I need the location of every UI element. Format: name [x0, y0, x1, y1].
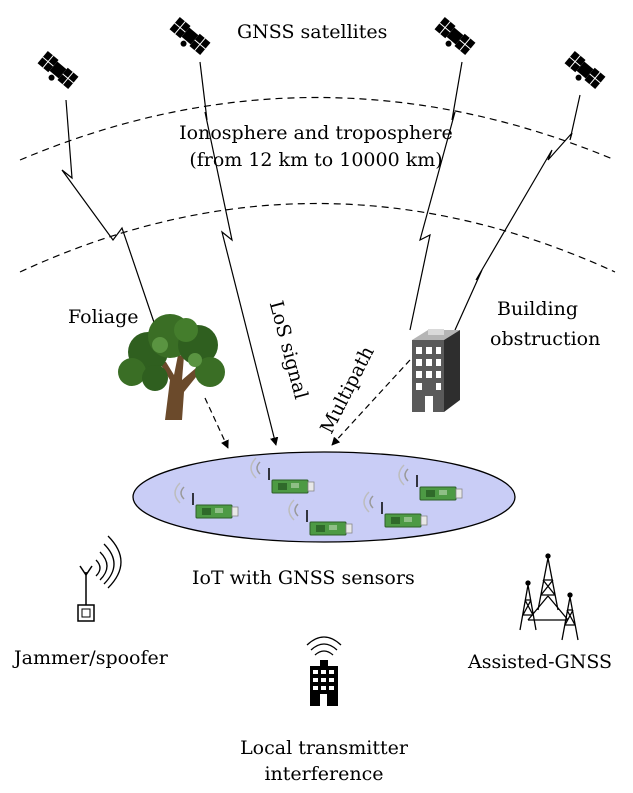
building-label-line2: obstruction	[490, 328, 601, 350]
atmosphere-line2: (from 12 km to 10000 km)	[189, 149, 443, 171]
atmosphere-inner-arc	[19, 202, 616, 273]
tower-icon	[519, 553, 579, 641]
signal-multipath	[409, 61, 463, 331]
atmosphere-outer-arc	[19, 96, 616, 161]
building-label-line1: Building	[497, 298, 578, 320]
building-icon	[412, 329, 460, 412]
satellite-icon	[165, 16, 211, 60]
assisted-label: Assisted-GNSS	[468, 651, 613, 673]
foliage-arrow	[204, 397, 229, 449]
local-label-line1: Local transmitter	[240, 737, 408, 759]
foliage-label: Foliage	[68, 306, 139, 328]
signal-building	[454, 94, 581, 331]
title-label: GNSS satellites	[237, 21, 388, 43]
antenna-icon	[77, 535, 122, 622]
jammer-label: Jammer/spoofer	[14, 647, 168, 669]
office-icon	[306, 636, 342, 706]
satellite-icon	[430, 16, 476, 60]
satellite-icon	[560, 50, 606, 94]
signal-foliage	[61, 99, 161, 341]
iot-label: IoT with GNSS sensors	[192, 567, 415, 589]
tree-icon	[118, 314, 225, 420]
satellite-icon	[33, 50, 79, 94]
signal-los	[199, 61, 279, 446]
local-label-line2: interference	[264, 763, 384, 785]
atmosphere-line1: Ionosphere and troposphere	[179, 122, 453, 144]
